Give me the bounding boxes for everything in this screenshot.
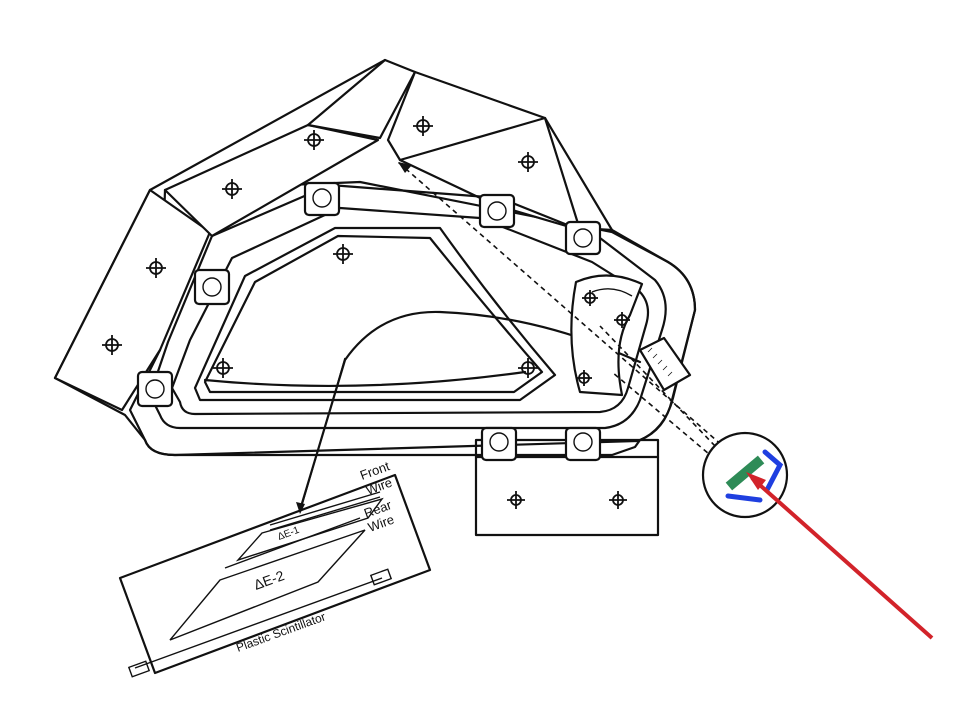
entrance-quadrupole <box>570 274 644 397</box>
scintillator-end-left <box>127 660 151 678</box>
inner-frame-gap <box>203 234 544 394</box>
particle-paths-dashed <box>397 161 749 477</box>
focal-plane-arc <box>203 370 527 388</box>
detector-leader <box>299 357 346 513</box>
pole-segment-left <box>53 188 212 412</box>
magnet-body <box>128 180 697 457</box>
delta-e2-region <box>169 529 366 641</box>
detector-bracket-left <box>725 493 763 503</box>
front-wire-line <box>269 496 381 531</box>
delta-e1-region <box>235 497 384 562</box>
trajectory-arc <box>298 310 642 512</box>
mounting-block <box>474 455 660 537</box>
entrance-quadrupole-inner <box>591 288 633 297</box>
plastic-scintillator <box>134 577 383 669</box>
detector-box <box>118 473 432 675</box>
inner-frame-outer <box>148 183 667 430</box>
quadrupole-connector <box>638 336 692 392</box>
beam-arrowhead <box>746 472 766 490</box>
scintillator-end-right <box>369 568 393 586</box>
target-foil <box>725 455 765 491</box>
inner-frame-middle <box>170 206 650 416</box>
quadrupole-ruler <box>647 347 673 377</box>
mounting-hole-icon <box>136 181 602 462</box>
path-arrowhead <box>398 162 412 173</box>
pole-segment-top-left <box>163 123 380 238</box>
crosshair-bolt-icon <box>102 116 630 509</box>
detector-leader-arrow <box>296 502 305 514</box>
inner-frame-inner <box>193 226 557 402</box>
front-wire <box>269 491 381 526</box>
incident-beam <box>750 476 934 640</box>
detector-bracket-right <box>762 449 784 493</box>
